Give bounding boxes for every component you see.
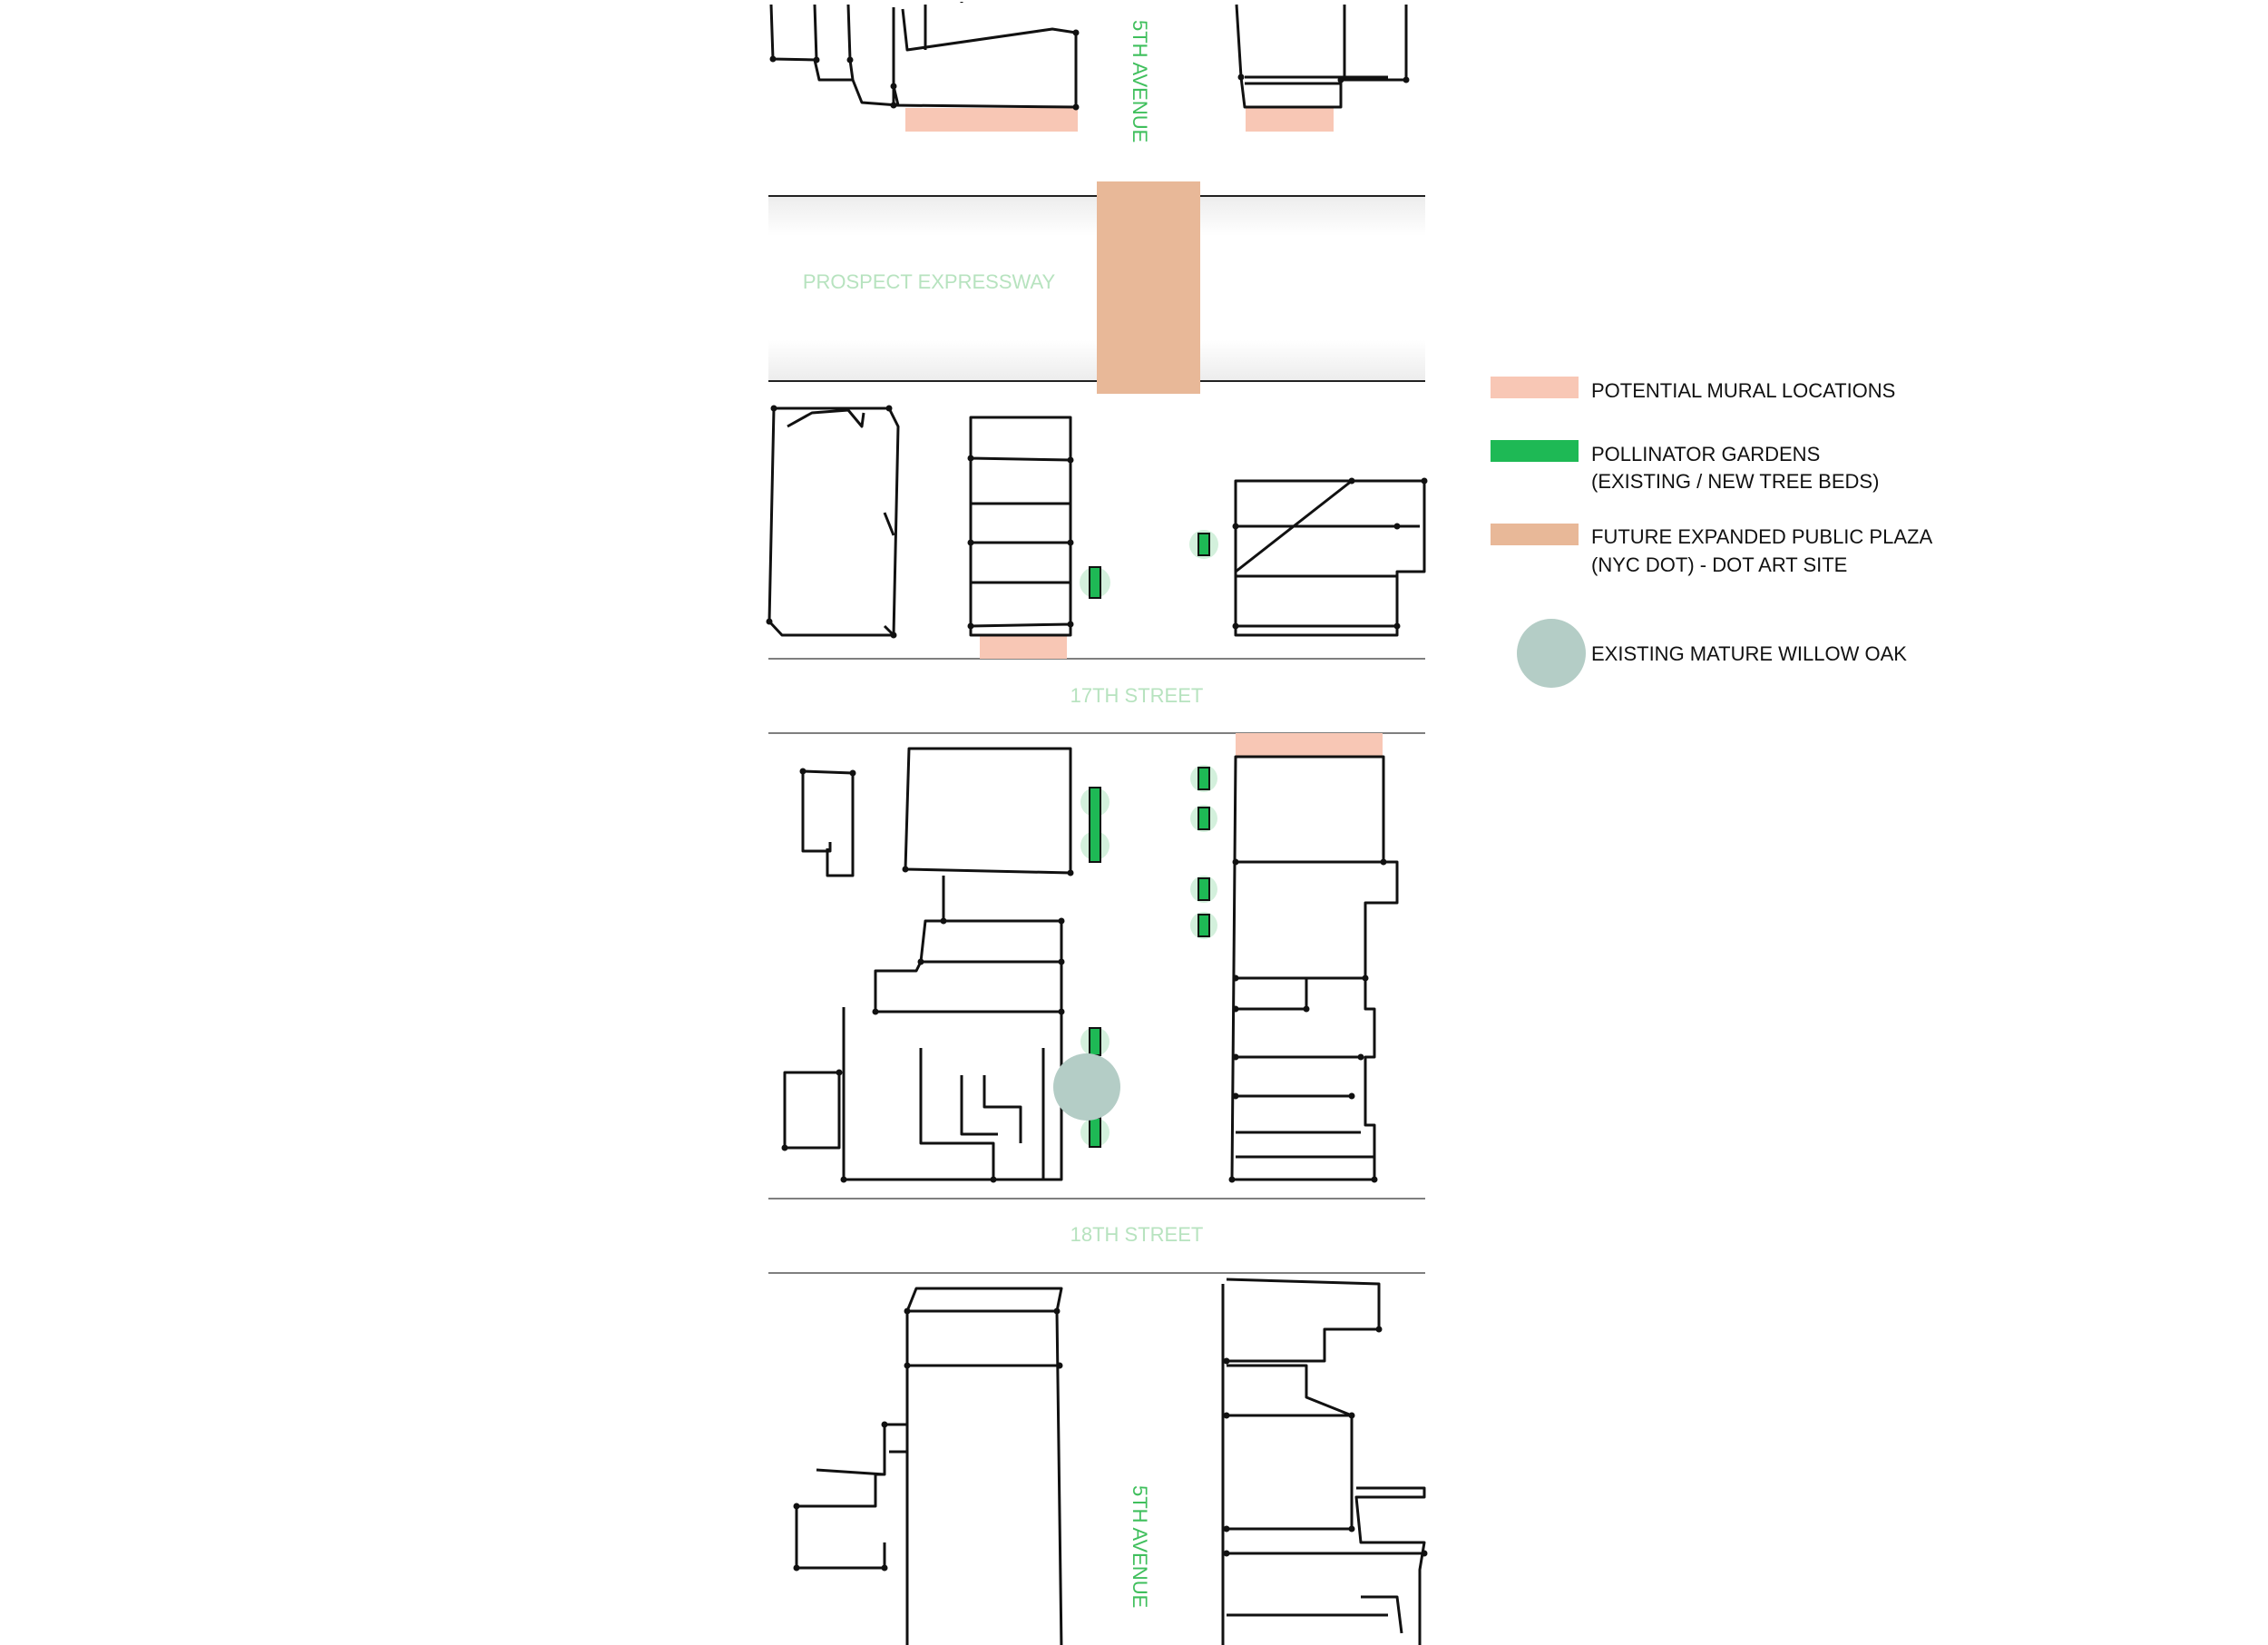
buildings-block-b-east-nodes bbox=[1228, 858, 1387, 1183]
mural-location bbox=[1246, 108, 1334, 132]
pollinator-garden bbox=[1198, 914, 1210, 937]
legend-swatch-pollinator bbox=[1491, 440, 1579, 462]
public-plaza-area bbox=[1097, 181, 1200, 394]
pollinator-garden bbox=[1198, 877, 1210, 901]
pollinator-garden bbox=[1198, 807, 1210, 830]
buildings-block-c-nodes bbox=[793, 1307, 1428, 1572]
street-label-18th-street: 18TH STREET bbox=[1070, 1223, 1204, 1246]
buildings-block-b-west bbox=[783, 747, 1072, 1181]
legend-label-mural: POTENTIAL MURAL LOCATIONS bbox=[1591, 379, 1895, 402]
legend-swatch-mural bbox=[1491, 377, 1579, 398]
buildings-block-c bbox=[795, 1278, 1426, 1645]
street-label-5th-avenue-north: 5TH AVENUE bbox=[1129, 20, 1151, 142]
street-label-5th-avenue-south: 5TH AVENUE bbox=[1129, 1485, 1151, 1608]
pollinator-garden bbox=[1089, 566, 1101, 599]
willow-oak-tree bbox=[1053, 1053, 1120, 1121]
mural-location bbox=[905, 108, 1078, 132]
legend-label-pollinator-line2: (EXISTING / NEW TREE BEDS) bbox=[1591, 470, 1879, 493]
buildings-block-a-nodes bbox=[766, 405, 1428, 639]
mural-location bbox=[980, 635, 1067, 659]
legend-label-plaza-line1: FUTURE EXPANDED PUBLIC PLAZA bbox=[1591, 525, 1932, 548]
mural-location bbox=[1236, 733, 1383, 757]
buildings-north-block bbox=[769, 2, 1408, 109]
pollinator-garden-beds bbox=[1089, 533, 1210, 1148]
legend-swatch-plaza bbox=[1491, 524, 1579, 545]
pollinator-garden bbox=[1198, 533, 1210, 556]
legend: POTENTIAL MURAL LOCATIONS POLLINATOR GAR… bbox=[1491, 377, 1932, 688]
pollinator-garden bbox=[1089, 787, 1101, 863]
buildings-north-nodes bbox=[769, 29, 1410, 111]
buildings-block-a bbox=[767, 406, 1426, 637]
legend-label-pollinator-line1: POLLINATOR GARDENS bbox=[1591, 443, 1820, 465]
legend-label-oak: EXISTING MATURE WILLOW OAK bbox=[1591, 642, 1907, 665]
pollinator-garden bbox=[1089, 1027, 1101, 1056]
pollinator-garden bbox=[1089, 1117, 1101, 1148]
street-label-prospect-expressway: PROSPECT EXPRESSWAY bbox=[803, 270, 1056, 293]
buildings-block-b-west-nodes bbox=[781, 768, 1074, 1183]
buildings-block-b-east bbox=[1230, 755, 1399, 1181]
street-label-17th-street: 17TH STREET bbox=[1070, 684, 1204, 707]
pollinator-garden bbox=[1198, 767, 1210, 790]
legend-label-plaza-line2: (NYC DOT) - DOT ART SITE bbox=[1591, 553, 1847, 576]
legend-swatch-oak bbox=[1517, 619, 1586, 688]
